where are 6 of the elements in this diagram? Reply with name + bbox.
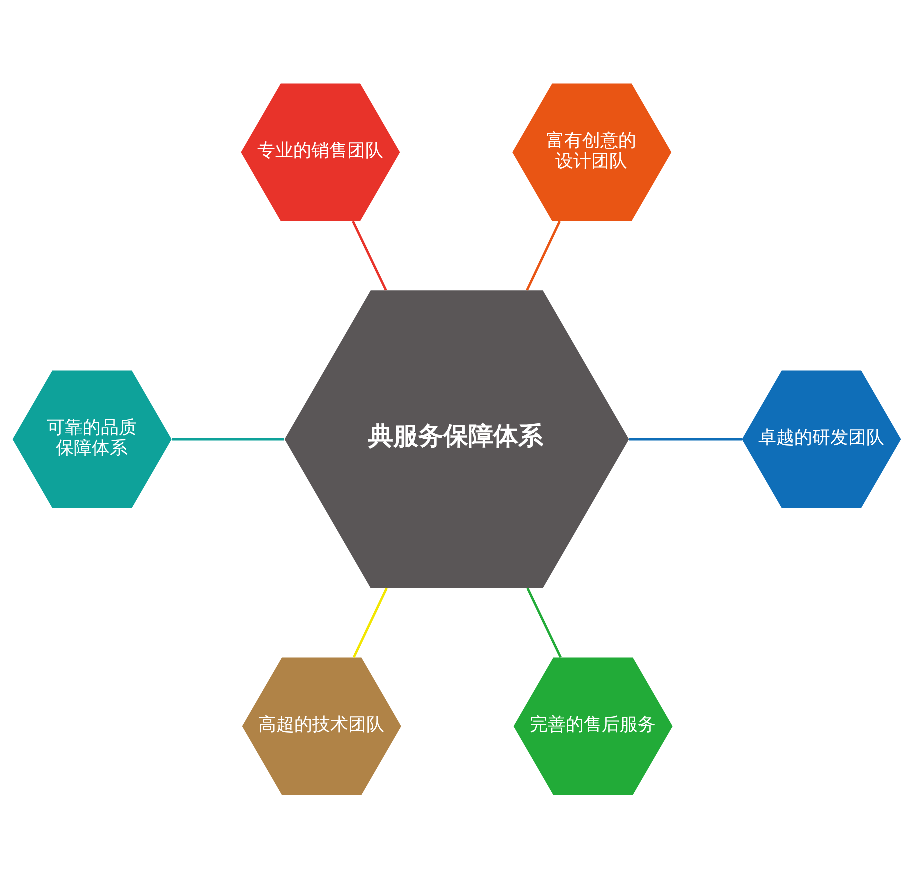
connector [526,220,561,290]
connector [352,220,388,290]
connector [352,587,388,658]
connector [172,438,284,440]
connector [526,587,562,658]
connector [629,438,742,440]
